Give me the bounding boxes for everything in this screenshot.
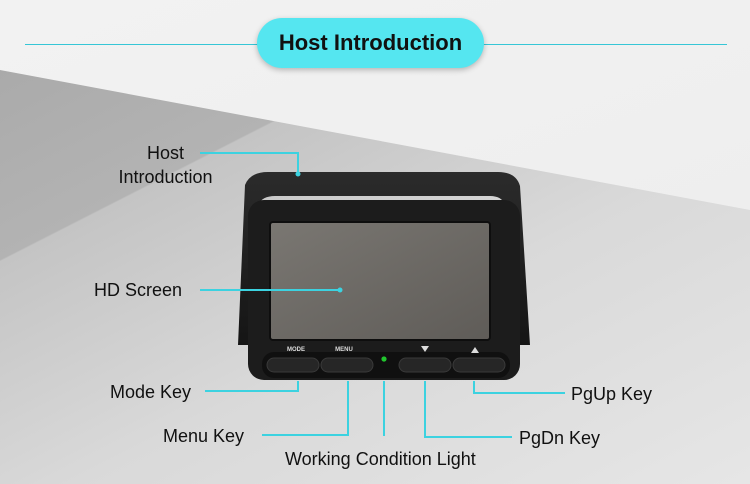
- working-led: [381, 356, 387, 362]
- pgup-key-shape: [452, 357, 506, 373]
- callout-host-introduction: Host Introduction: [108, 141, 223, 189]
- callout-mode-key: Mode Key: [110, 382, 192, 402]
- leader-pgup-key: [473, 381, 565, 394]
- up-arrow-icon: [471, 347, 479, 353]
- mode-key-shape: [266, 357, 320, 373]
- down-arrow-icon: [421, 346, 429, 352]
- callout-working-light: Working Condition Light: [285, 449, 476, 469]
- leader-mode-key: [205, 381, 299, 392]
- pgdn-key-shape: [398, 357, 452, 373]
- sun-hood: [238, 172, 530, 345]
- monitor-device: MODE MENU: [238, 172, 530, 380]
- callout-pgdn-key: PgDn Key: [519, 428, 601, 448]
- leader-lines: [200, 152, 565, 438]
- callout-host-line1: Host: [146, 143, 184, 163]
- leader-end-dots: [295, 171, 343, 293]
- header-line-right: [482, 44, 727, 45]
- page-title: Host Introduction: [278, 30, 463, 55]
- menu-button-label: MENU: [335, 347, 353, 353]
- leader-pgdn-key: [424, 381, 512, 438]
- title-badge: Host Introduction: [257, 18, 484, 68]
- leader-host: [200, 152, 299, 174]
- callout-host-line2: Introduction: [118, 167, 213, 187]
- mode-button-label: MODE: [287, 347, 305, 353]
- callout-pgup-key: PgUp Key: [571, 384, 653, 404]
- menu-key-shape: [320, 357, 374, 373]
- button-bar: [262, 352, 510, 378]
- header-line-left: [25, 44, 260, 45]
- callout-hd-screen: HD Screen: [94, 280, 183, 300]
- hd-screen-panel: [269, 221, 491, 341]
- leader-menu-key: [262, 381, 349, 436]
- callout-menu-key: Menu Key: [163, 426, 245, 446]
